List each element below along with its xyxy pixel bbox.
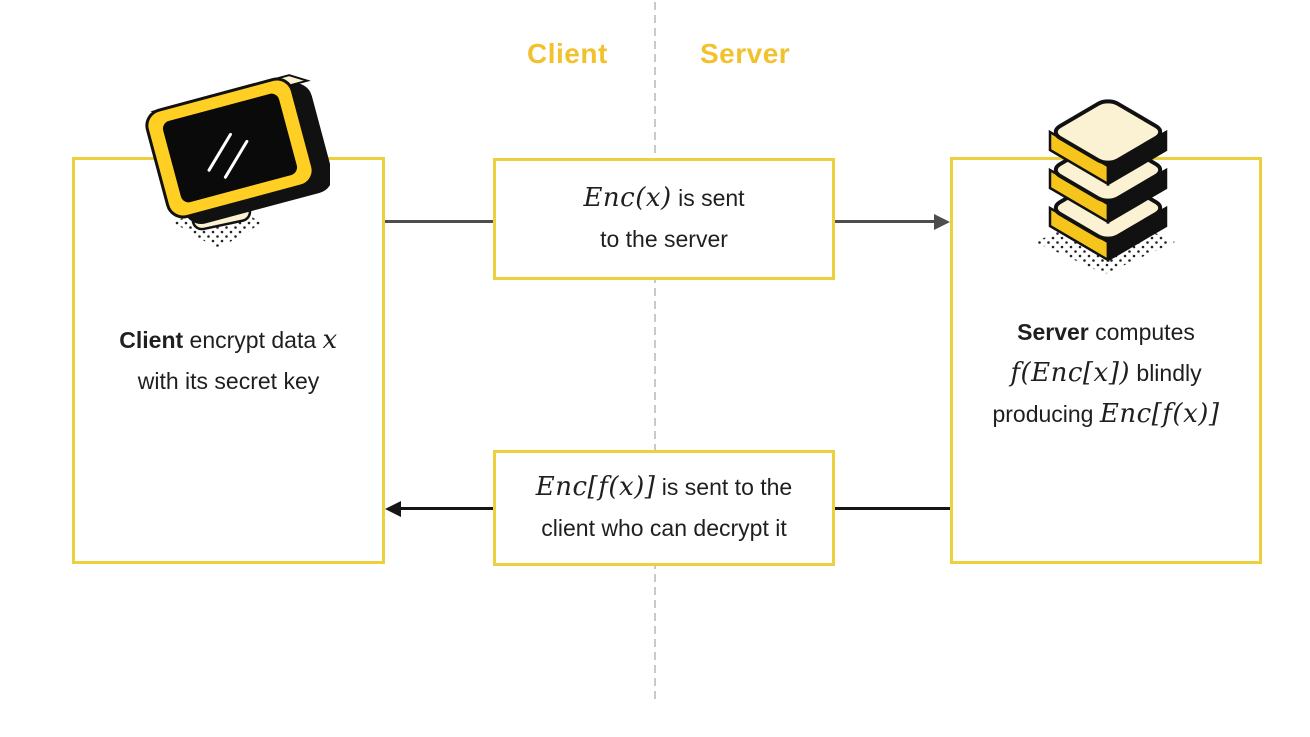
server-box-bold: Server xyxy=(1017,319,1089,345)
bottom-message-line1: Enc[f(x)] is sent to the xyxy=(535,472,793,502)
math-enc-x: Enc(x) xyxy=(583,183,672,213)
top-message-line1: Enc(x) is sent xyxy=(583,183,745,213)
math-enc-f-x-2: Enc[f(x)] xyxy=(535,472,656,502)
server-box-text: Server computes f(Enc[x]) blindly produc… xyxy=(992,312,1219,435)
bottom-message-box: Enc[f(x)] is sent to the client who can … xyxy=(493,450,835,566)
connector-top-message-to-server xyxy=(835,220,938,223)
bottom-message-text: Enc[f(x)] is sent to the client who can … xyxy=(536,467,792,549)
server-box-line3: producing Enc[f(x)] xyxy=(992,399,1220,429)
server-box-line1: Server computes xyxy=(1017,319,1195,345)
connector-client-to-top-message xyxy=(385,220,493,223)
database-stack-icon xyxy=(1033,92,1183,277)
arrowhead-to-client-icon xyxy=(385,501,401,517)
server-box-line2: f(Enc[x]) blindly xyxy=(1010,358,1202,388)
client-box-line2: with its secret key xyxy=(137,367,320,394)
top-message-box: Enc(x) is sent to the server xyxy=(493,158,835,280)
client-box-line1: Client encrypt data x xyxy=(119,324,338,355)
swimlane-divider xyxy=(654,2,656,702)
bottom-message-line2: client who can decrypt it xyxy=(541,515,787,541)
math-x: x xyxy=(322,324,338,355)
math-enc-f-x: Enc[f(x)] xyxy=(1099,399,1220,429)
client-box-text: Client encrypt data x with its secret ke… xyxy=(119,320,337,402)
top-message-text: Enc(x) is sent to the server xyxy=(583,178,744,260)
client-lane-label: Client xyxy=(527,38,608,69)
monitor-icon xyxy=(130,68,333,263)
top-message-line2: to the server xyxy=(600,226,728,252)
server-lane-label: Server xyxy=(700,38,791,69)
arrowhead-to-server-icon xyxy=(934,214,950,230)
connector-bottom-message-to-client xyxy=(399,507,493,510)
math-f-enc-x: f(Enc[x]) xyxy=(1010,358,1131,388)
client-box-bold: Client xyxy=(119,326,184,353)
connector-server-to-bottom-message xyxy=(835,507,950,510)
